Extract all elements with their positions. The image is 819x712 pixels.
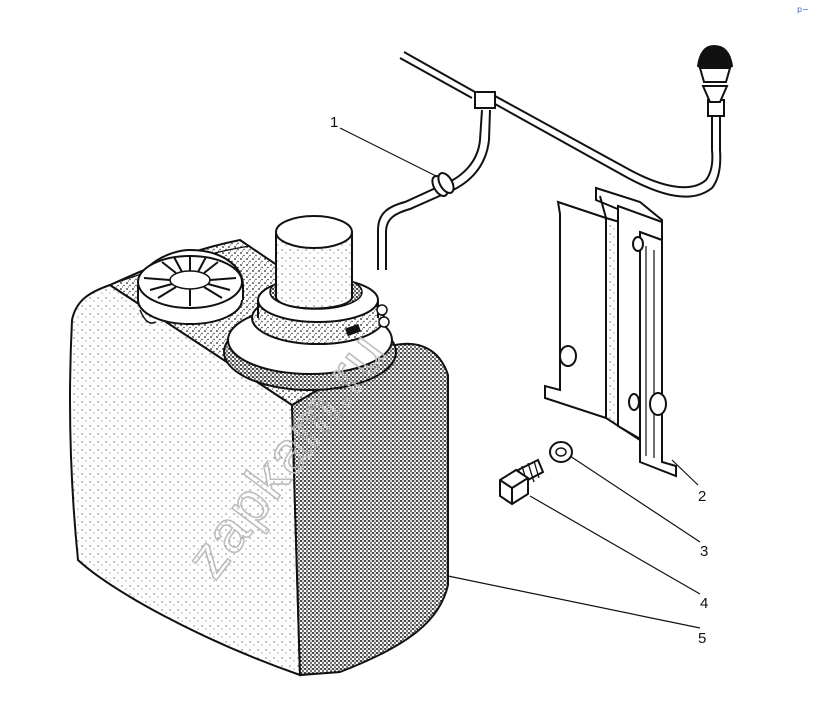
callout-3: 3	[700, 543, 708, 560]
callout-5: 5	[698, 630, 706, 647]
bolt	[499, 458, 545, 506]
callout-1: 1	[330, 114, 338, 131]
corner-mark: p~	[797, 5, 809, 14]
leader-line-4	[529, 495, 701, 595]
callout-4: 4	[700, 595, 708, 612]
washer-pump	[223, 215, 397, 391]
leader-line-1	[339, 127, 437, 177]
leader-line-5	[447, 575, 701, 629]
filler-cap	[137, 248, 244, 325]
leader-line-3	[569, 455, 701, 543]
mounting-bracket	[544, 186, 677, 478]
washer-hose	[377, 44, 734, 270]
spring-washer	[549, 441, 573, 463]
leader-line-2	[671, 459, 699, 486]
callout-2: 2	[698, 488, 706, 505]
